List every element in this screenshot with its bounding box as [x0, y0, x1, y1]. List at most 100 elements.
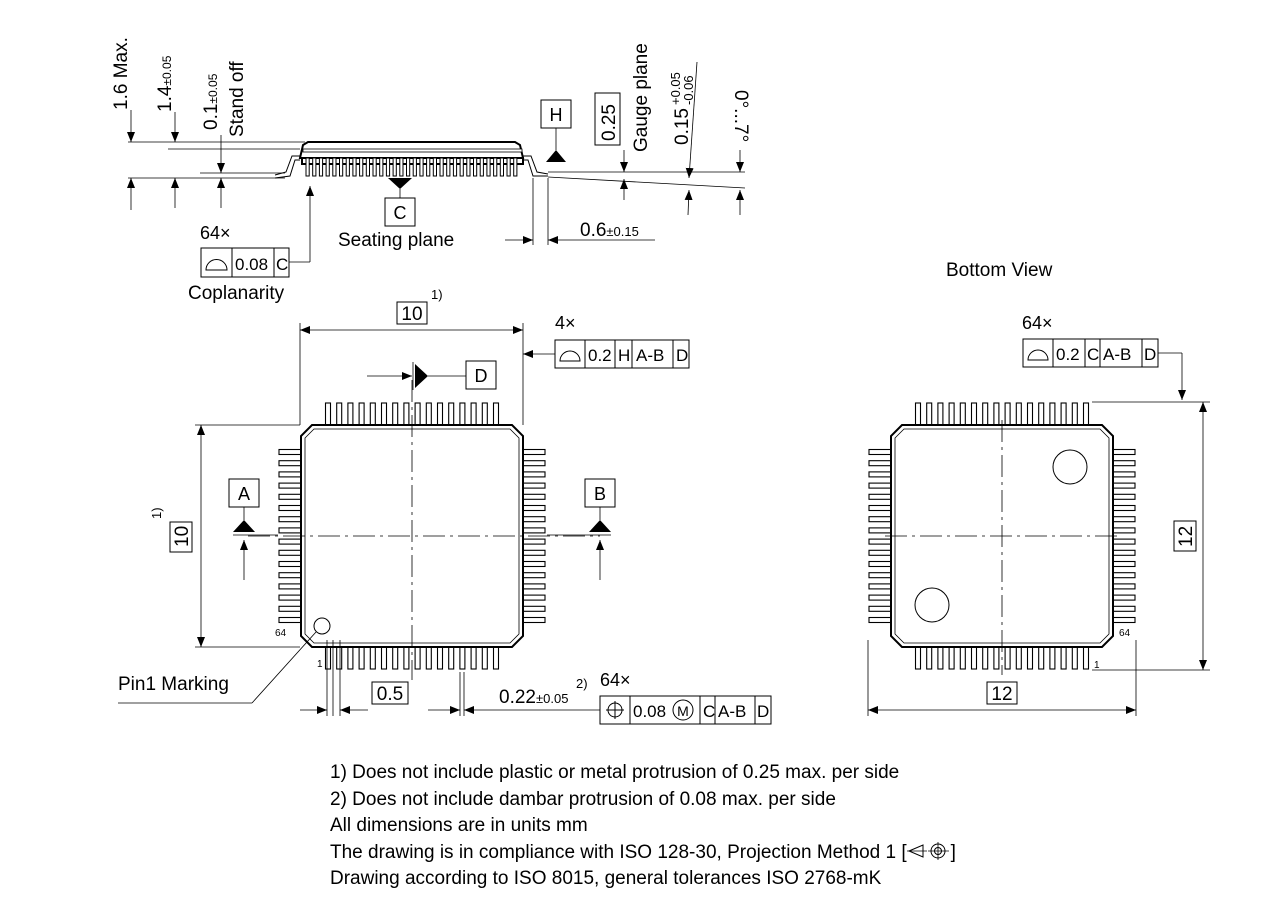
lead-pin: [868, 583, 892, 590]
lead-pin: [481, 402, 488, 426]
lead-pin: [1112, 471, 1136, 478]
pin-64-label-bottom: 64: [1119, 628, 1131, 639]
side-lead: [372, 157, 377, 177]
lead-pin: [1049, 646, 1056, 670]
lead-pin: [436, 646, 444, 670]
note-4-text: The drawing is in compliance with ISO 12…: [330, 841, 907, 863]
lead-pin: [1015, 402, 1022, 426]
profile-frame-bottom: 0.2 C A-B D: [1022, 338, 1159, 368]
dim-body-width-box: [396, 301, 428, 325]
position-datum-1: C: [703, 702, 715, 721]
ejector-mark-circle: [914, 587, 950, 623]
dim-lead-width: 0.22±0.05: [499, 687, 568, 708]
lead-pin: [868, 527, 892, 534]
lead-pin: [358, 402, 365, 426]
datum-a-label: A: [238, 484, 250, 504]
drawing-notes: 1) Does not include plastic or metal pro…: [330, 760, 956, 893]
lead-pin: [1112, 448, 1136, 456]
pin1-marker-circle: [313, 617, 331, 635]
side-lead: [513, 157, 518, 177]
side-lead: [439, 157, 444, 177]
lead-pin: [1060, 402, 1067, 426]
lead-pin: [347, 646, 354, 670]
lead-pin: [278, 560, 302, 568]
side-lead: [365, 157, 370, 177]
coplanarity-datum: C: [276, 255, 288, 274]
dim-max-height: 1.6 Max.: [111, 37, 132, 110]
position-datum-2: A-B: [718, 702, 746, 721]
side-lead: [493, 157, 498, 177]
lead-pin: [1112, 605, 1136, 612]
lead-pin: [868, 493, 892, 500]
lead-pin: [1112, 516, 1136, 523]
lead-pin: [926, 402, 933, 426]
dim-body-height: 1.4±0.05: [155, 55, 176, 112]
lead-pin: [470, 646, 477, 670]
side-lead: [406, 157, 411, 177]
lead-pin: [993, 646, 1000, 670]
lead-pin: [278, 482, 302, 489]
datum-c-box: [384, 197, 416, 227]
lead-pin: [448, 646, 455, 670]
side-lead: [385, 157, 391, 177]
lead-pin: [336, 646, 343, 670]
side-lead: [352, 157, 357, 177]
dim-span-width: 12: [991, 684, 1012, 705]
lead-pin: [868, 616, 892, 624]
lead-pin: [1112, 460, 1136, 467]
mmc-modifier-icon: [672, 699, 694, 721]
lead-pin: [1112, 504, 1136, 512]
side-lead: [473, 157, 478, 177]
bottom-view: Bottom View 64× 0.2 C A-B D 12 12: [867, 260, 1210, 716]
dim-span-height: 12: [1176, 526, 1197, 547]
lead-pin: [369, 402, 376, 426]
dim-foot-length: 0.6±0.15: [580, 220, 639, 241]
side-lead: [486, 157, 491, 177]
lead-pin: [522, 583, 546, 590]
lead-pin: [868, 538, 892, 545]
side-lead: [446, 157, 451, 177]
ejector-mark-circle: [1052, 449, 1088, 485]
side-lead: [506, 157, 511, 177]
dim-pitch-box: [371, 681, 409, 705]
gauge-value: 0.25: [599, 104, 620, 141]
lead-pin: [937, 402, 944, 426]
lead-pin: [481, 646, 488, 670]
lead-pin: [278, 516, 302, 523]
coplanarity-count: 64×: [200, 223, 231, 243]
lead-pin: [522, 560, 546, 568]
side-lead: [466, 157, 471, 177]
lead-pin: [868, 504, 892, 512]
lead-pin: [470, 402, 477, 426]
lead-pin: [392, 646, 399, 670]
coplanarity-label: Coplanarity: [188, 283, 285, 304]
lead-pin: [868, 560, 892, 568]
side-lead: [318, 157, 324, 177]
side-lead: [499, 157, 504, 177]
lead-pin: [1112, 493, 1136, 500]
note-ref-1-side: 1): [149, 507, 164, 519]
datum-c-label: C: [394, 203, 407, 223]
gauge-value-box: [594, 92, 621, 146]
lead-pin: [380, 402, 388, 426]
lead-pin: [380, 646, 388, 670]
lead-pin: [868, 460, 892, 467]
side-lead: [479, 157, 484, 177]
dim-body-height-box: [169, 521, 193, 553]
lead-pin: [948, 402, 955, 426]
lead-pin: [1112, 560, 1136, 568]
profile-surface-icon: [1027, 349, 1049, 361]
profile-datum-1-bottom: C: [1087, 345, 1099, 364]
lead-pin: [448, 402, 455, 426]
note-4-close: ]: [950, 841, 956, 863]
standoff-label: Stand off: [227, 61, 248, 137]
lead-pin: [278, 549, 302, 556]
lead-pin: [982, 646, 989, 670]
side-lead: [379, 157, 384, 177]
note-4: The drawing is in compliance with ISO 12…: [330, 840, 956, 867]
pin-64-label-top: 64: [275, 628, 287, 639]
lead-pin: [347, 402, 354, 426]
profile-value-top: 0.2: [588, 346, 612, 365]
note-ref-1-top: 1): [431, 287, 443, 302]
